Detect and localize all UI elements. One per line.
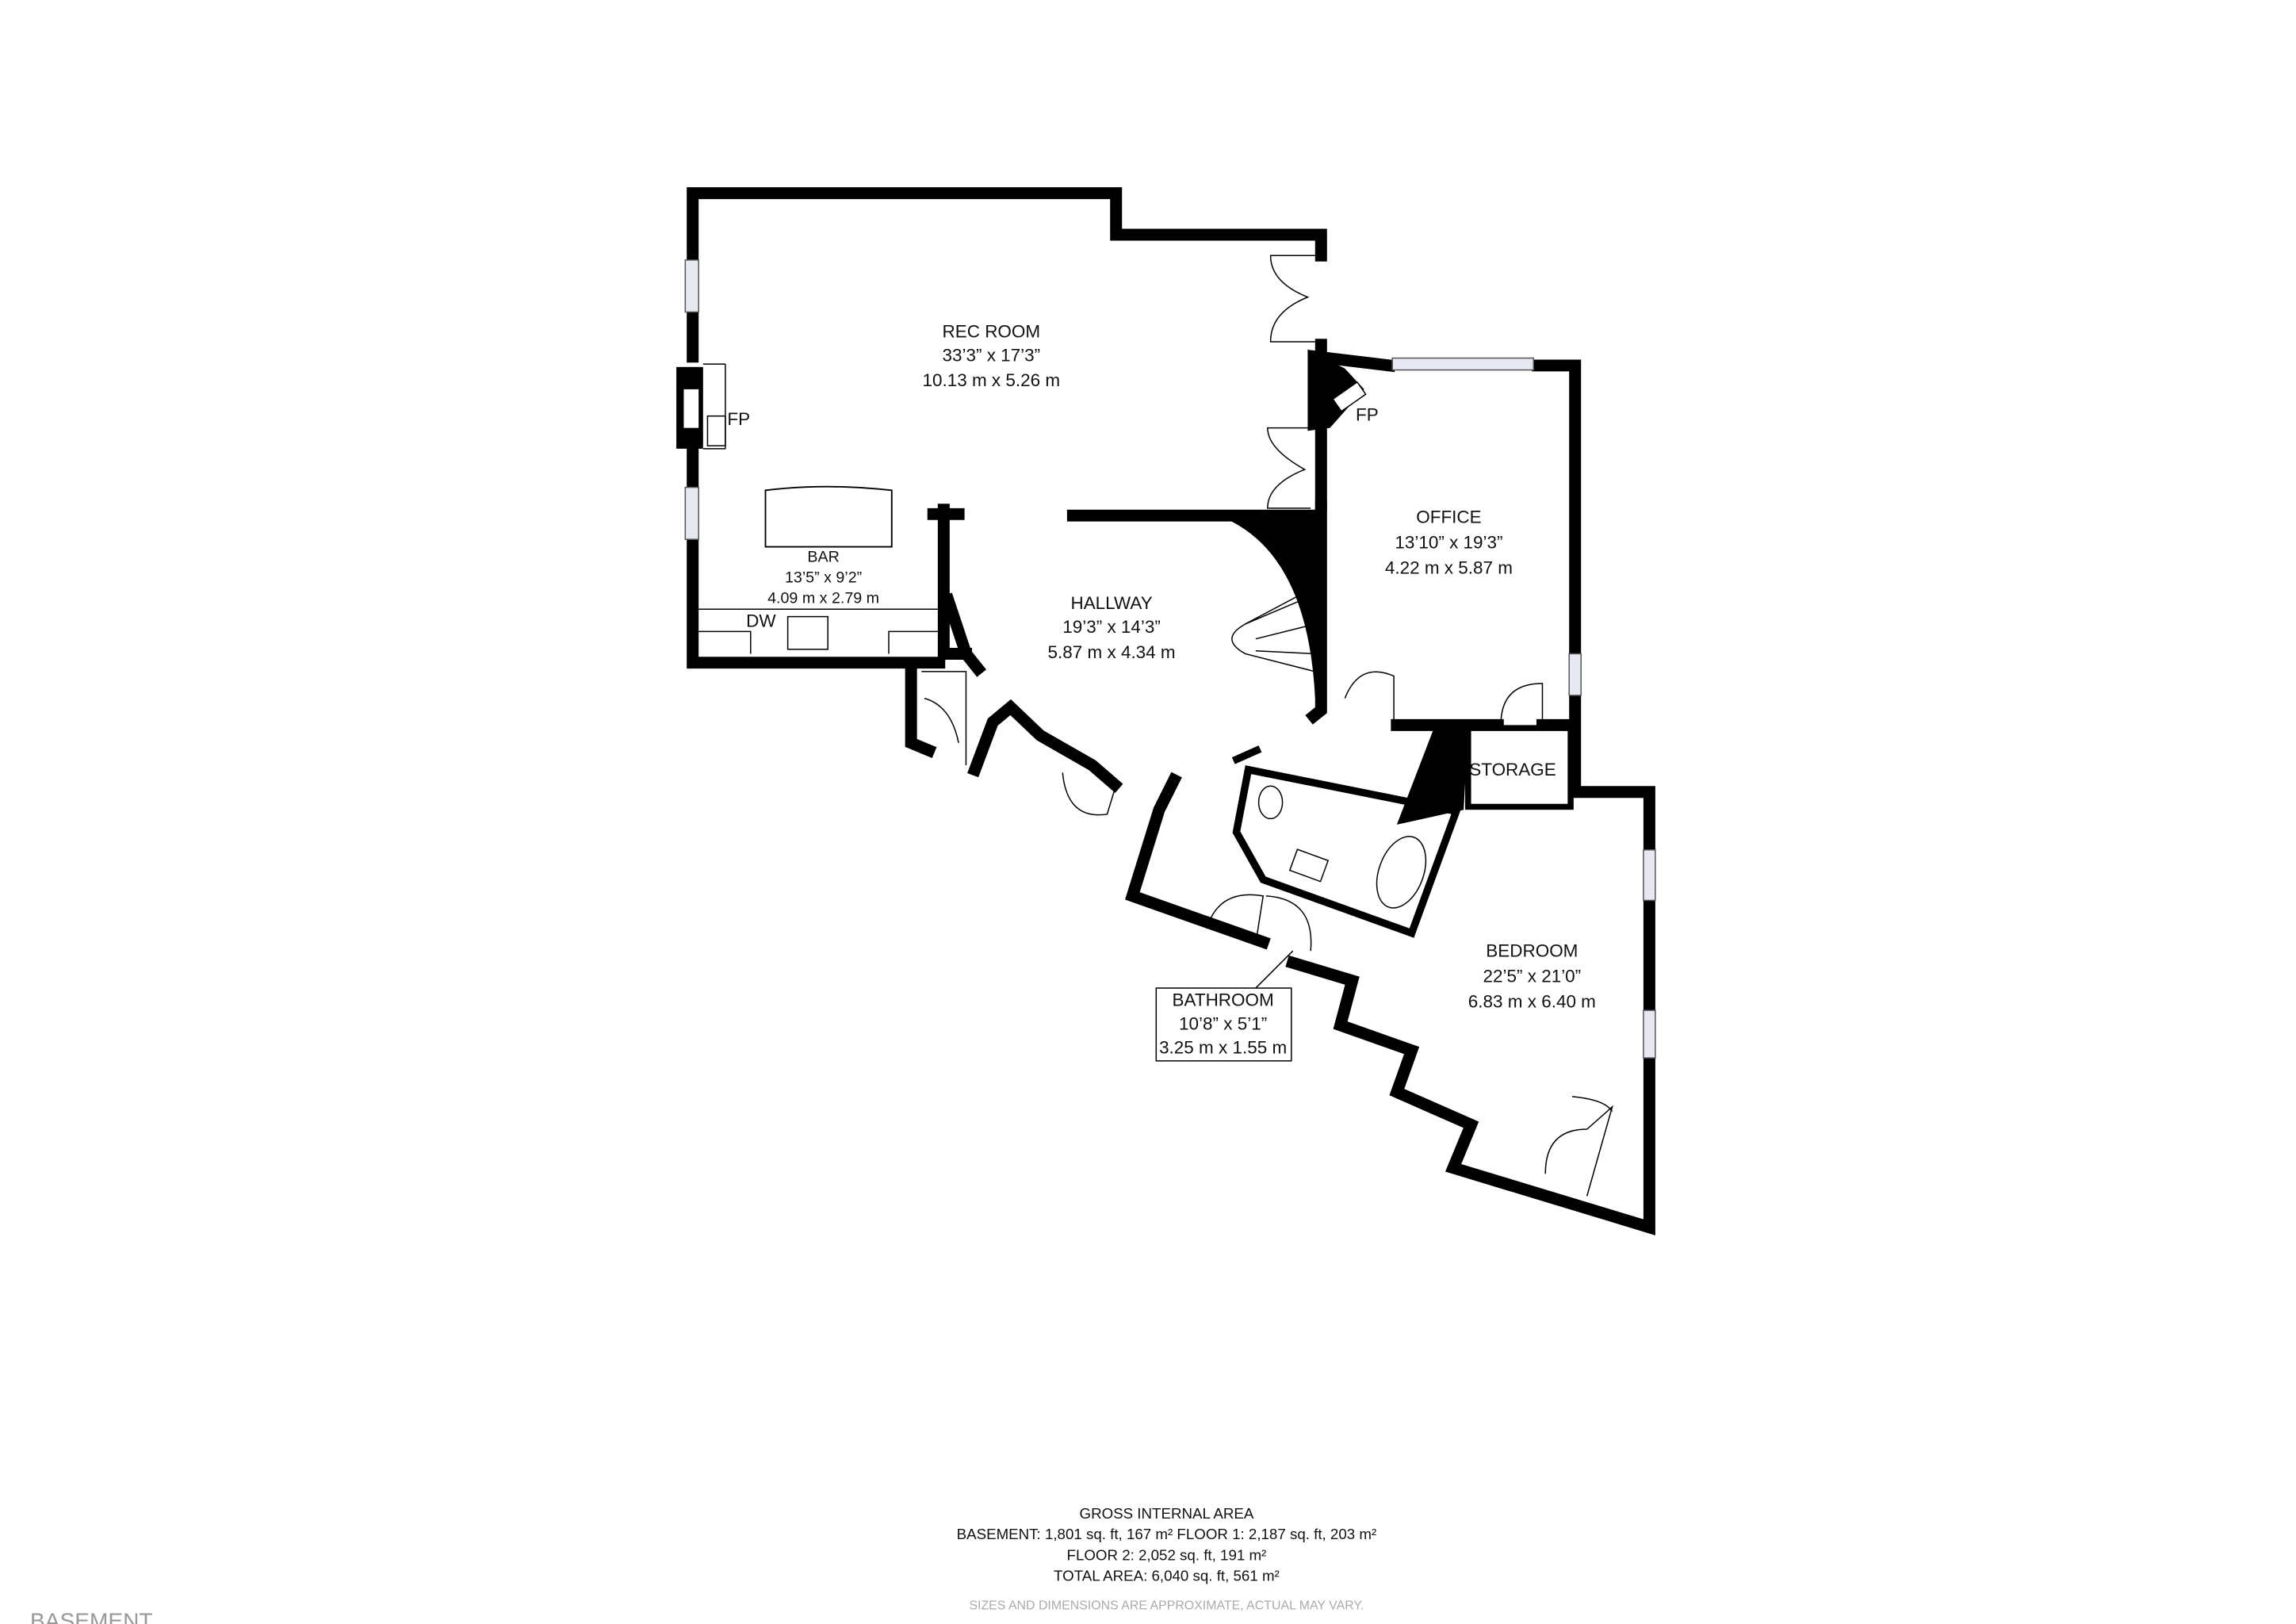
disclaimer: SIZES AND DIMENSIONS ARE APPROXIMATE, AC… (969, 1599, 1364, 1612)
area-line-1: BASEMENT: 1,801 sq. ft, 167 m² FLOOR 1: … (957, 1526, 1377, 1542)
rec-room-imperial: 33’3” x 17’3” (942, 345, 1040, 365)
bathroom-metric: 3.25 m x 1.55 m (1159, 1037, 1287, 1057)
area-line-2: FLOOR 2: 2,052 sq. ft, 191 m² (1067, 1546, 1267, 1563)
bathroom-name: BATHROOM (1173, 990, 1274, 1010)
area-line-3: TOTAL AREA: 6,040 sq. ft, 561 m² (1054, 1568, 1280, 1584)
bedroom-imperial: 22’5” x 21’0” (1483, 967, 1582, 986)
fireplace-office-label: FP (1356, 404, 1379, 424)
storage-name: STORAGE (1469, 760, 1556, 779)
bedroom-metric: 6.83 m x 6.40 m (1468, 991, 1596, 1011)
bar-name: BAR (807, 548, 839, 565)
bar-metric: 4.09 m x 2.79 m (767, 590, 879, 607)
dishwasher-label: DW (746, 611, 776, 631)
doors (698, 255, 1613, 1197)
windows (684, 259, 1656, 1059)
bar-imperial: 13’5” x 9’2” (785, 569, 862, 587)
area-title: GROSS INTERNAL AREA (1080, 1505, 1254, 1522)
rec-room-name: REC ROOM (943, 321, 1041, 341)
office-imperial: 13’10” x 19’3” (1395, 532, 1502, 552)
room-labels: REC ROOM 33’3” x 17’3” 10.13 m x 5.26 m … (727, 321, 1596, 1062)
bedroom-name: BEDROOM (1486, 941, 1578, 961)
hallway-metric: 5.87 m x 4.34 m (1048, 642, 1176, 662)
hallway-imperial: 19’3” x 14’3” (1062, 617, 1161, 637)
office-metric: 4.22 m x 5.87 m (1385, 557, 1513, 577)
fireplace-rec-label: FP (727, 409, 750, 429)
bathroom-label-box (1155, 987, 1292, 1062)
floor-label: BASEMENT (30, 1609, 153, 1624)
office-name: OFFICE (1416, 508, 1481, 527)
walls (676, 187, 1655, 1235)
bathroom-imperial: 10’8” x 5’1” (1179, 1014, 1267, 1034)
hallway-name: HALLWAY (1070, 593, 1152, 613)
rec-room-metric: 10.13 m x 5.26 m (923, 370, 1061, 390)
area-summary: GROSS INTERNAL AREA BASEMENT: 1,801 sq. … (957, 1505, 1377, 1612)
